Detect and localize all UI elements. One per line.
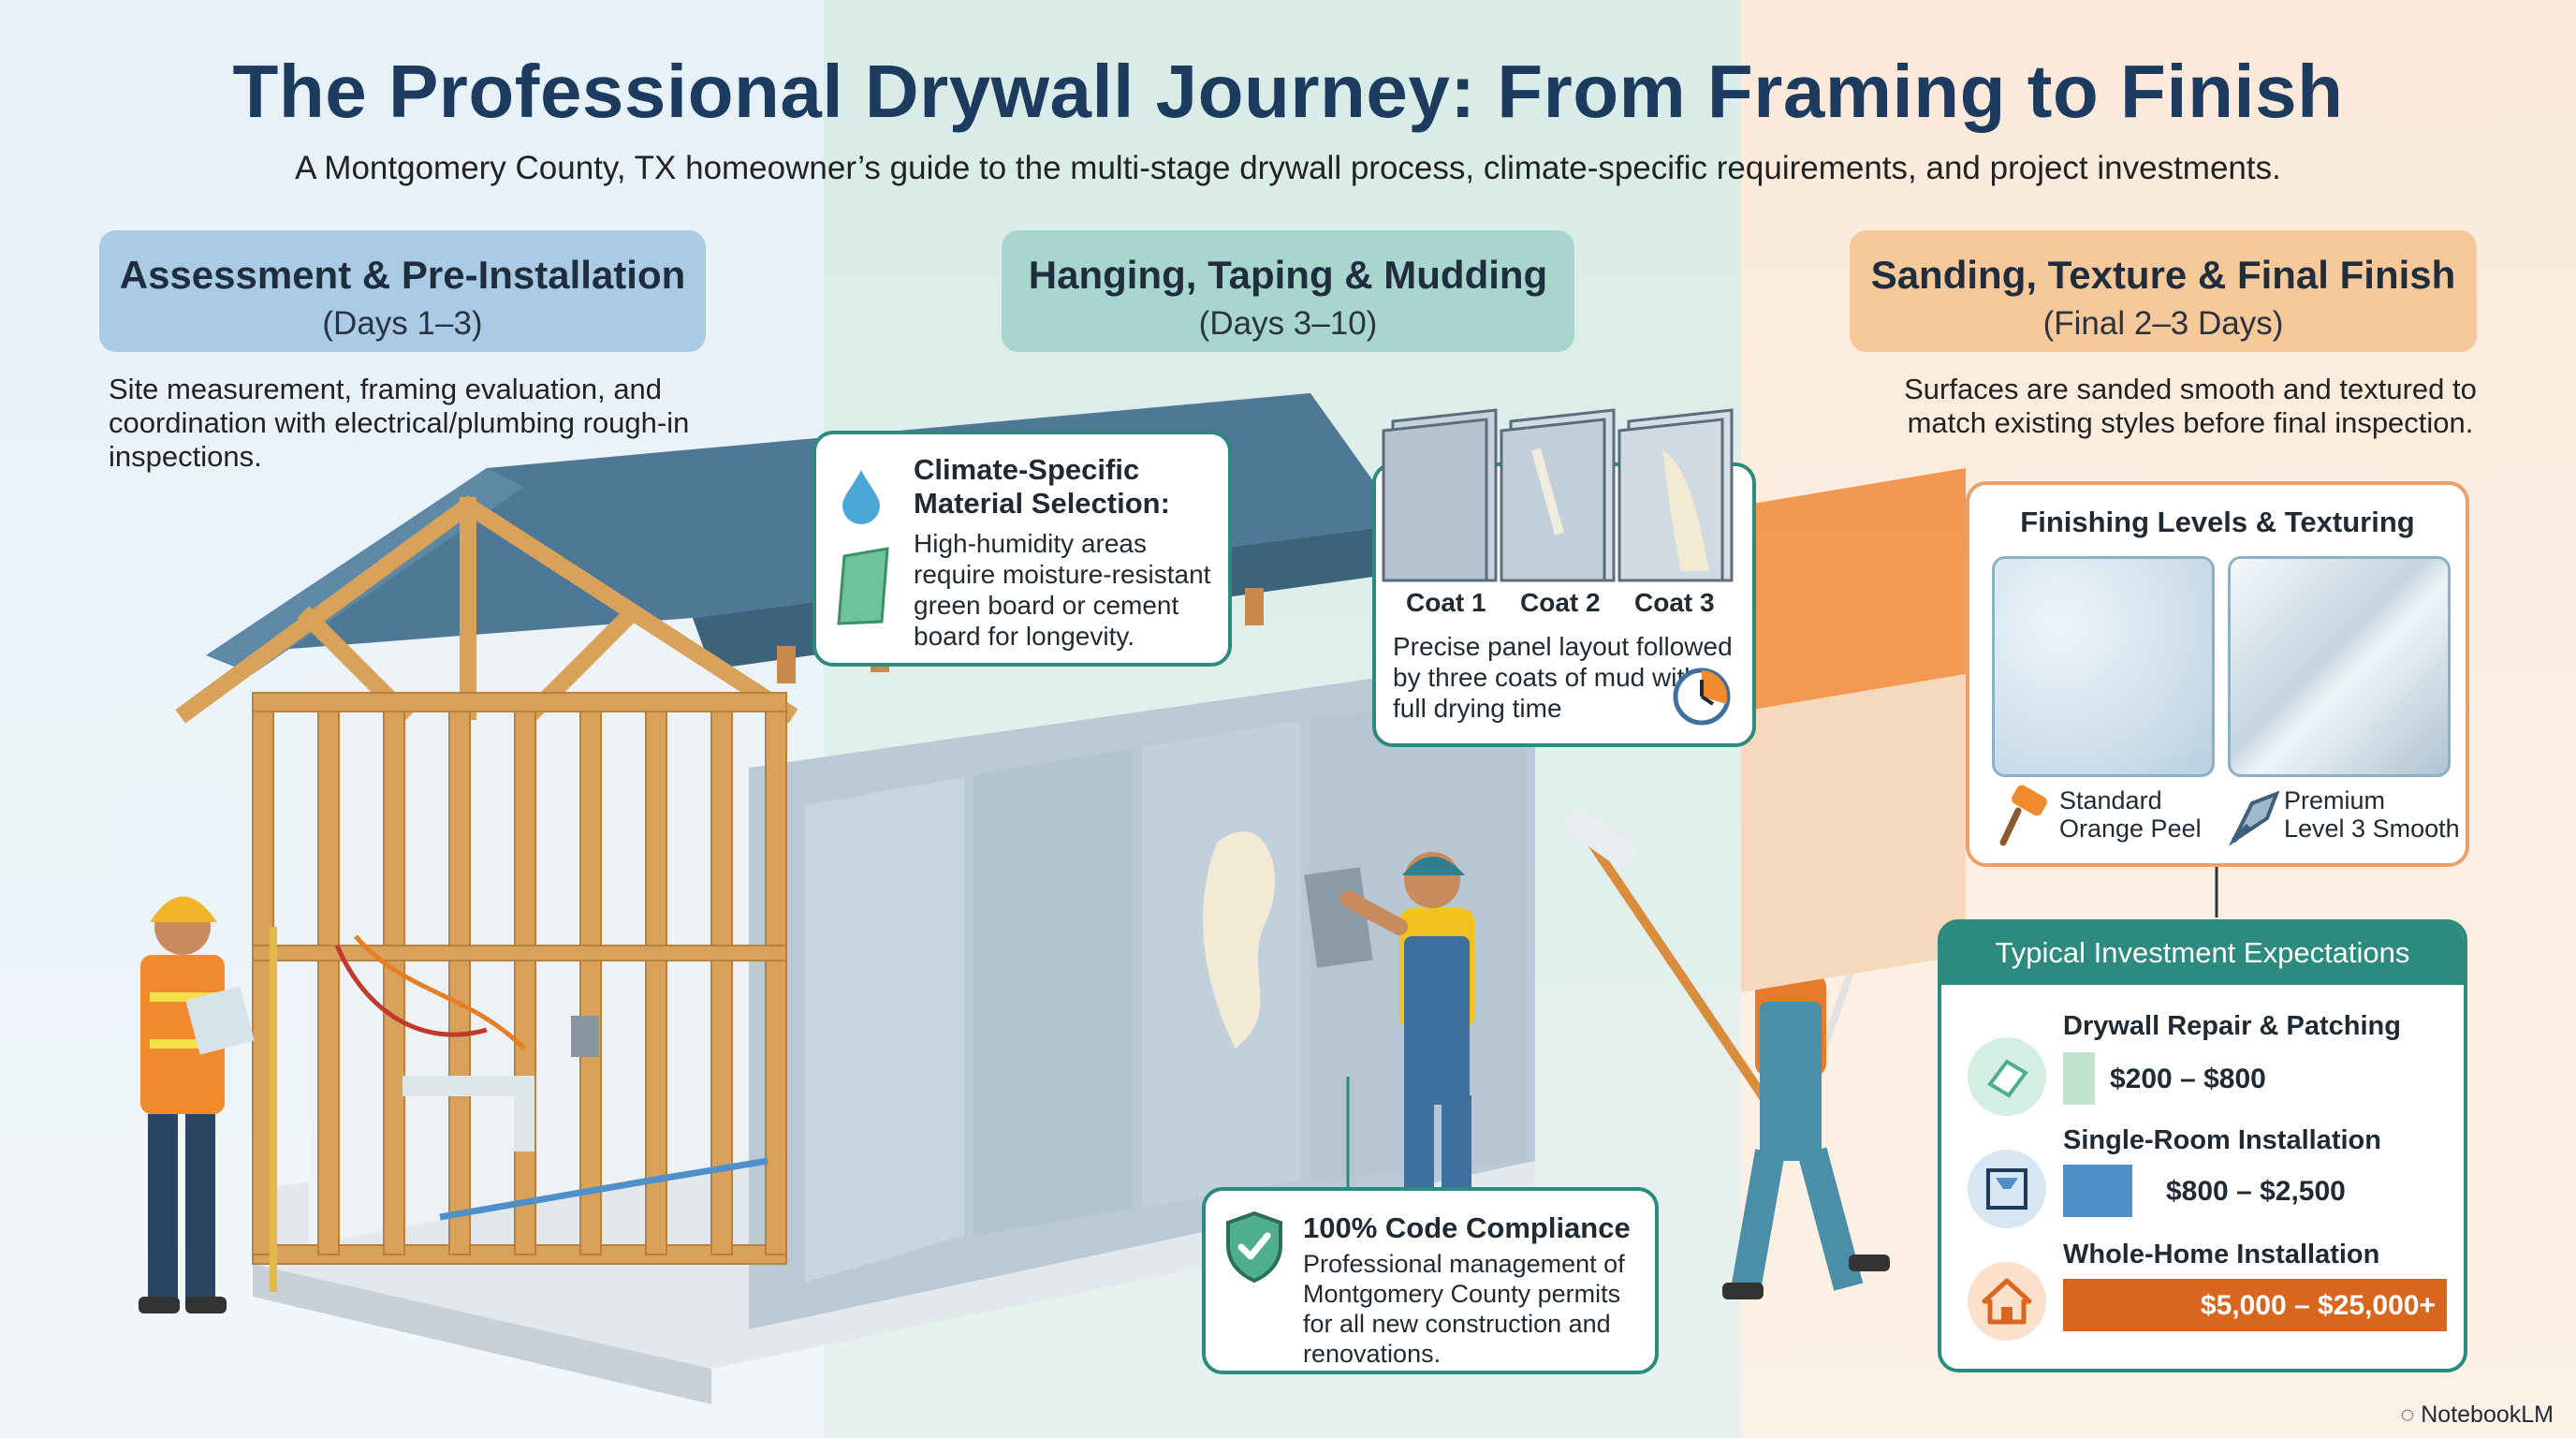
coat-3-label: Coat 3 [1634, 588, 1715, 617]
stage-title: Hanging, Taping & Mudding [1028, 253, 1548, 297]
brand-watermark: ◌ NotebookLM [2400, 1401, 2554, 1429]
green-board-icon [837, 547, 889, 625]
shield-check-icon [1226, 1211, 1282, 1284]
notebooklm-logo-icon: ◌ [2400, 1401, 2415, 1428]
coat-1-panel [1382, 408, 1498, 582]
house-icon [1968, 1262, 2046, 1341]
water-drop-icon [842, 470, 880, 524]
investment-range-bar [2063, 1052, 2095, 1105]
page-subtitle: A Montgomery County, TX homeowner’s guid… [295, 150, 2281, 186]
investment-price: $800 – $2,500 [2166, 1176, 2346, 1207]
stage-title: Assessment & Pre-Installation [119, 253, 686, 297]
drywall-panel-1 [805, 777, 964, 1283]
paint-roller-icon [1999, 785, 2047, 846]
stage-days: (Days 3–10) [1198, 305, 1378, 342]
inspector-worker-illustration [139, 896, 277, 1313]
finishing-option-standard: Standard Orange Peel [2059, 786, 2202, 843]
electrical-wire [334, 945, 488, 1037]
coats-card-caption: Precise panel layout followed by three c… [1393, 632, 1733, 723]
investment-price: $200 – $800 [2110, 1064, 2266, 1094]
finishing-option-line2: Orange Peel [2059, 814, 2202, 843]
electrical-box-icon [571, 1016, 599, 1057]
stage-3-description: Surfaces are sanded smooth and textured … [1904, 373, 2477, 439]
slab-edge [253, 1264, 711, 1404]
code-compliance-card: 100% Code Compliance Professional manage… [1202, 1187, 1659, 1374]
climate-card-body: High-humidity areas require moisture-res… [914, 529, 1211, 651]
joint-compound-patch [1203, 831, 1275, 1049]
investment-heading: Typical Investment Expectations [1995, 936, 2410, 969]
climate-material-card: Climate-Specific Material Selection: Hig… [812, 431, 1232, 667]
stage-header-hanging: Hanging, Taping & Mudding (Days 3–10) [1002, 230, 1574, 352]
coat-3-panel [1617, 408, 1734, 582]
stage-days: (Days 1–3) [322, 305, 483, 342]
compliance-body: Professional management of Montgomery Co… [1303, 1250, 1625, 1368]
coat-2-panel [1500, 408, 1616, 582]
smooth-finish-swatch [2228, 556, 2451, 777]
finished-roof-corner [1741, 468, 1966, 712]
patch-icon [1968, 1037, 2046, 1116]
trowel-icon [2228, 790, 2280, 846]
climate-card-heading: Climate-Specific Material Selection: [914, 453, 1170, 520]
drywall-panel-2 [973, 749, 1133, 1236]
coat-2-label: Coat 2 [1520, 588, 1601, 617]
room-frame-icon [1968, 1150, 2046, 1228]
electrical-wire [354, 934, 526, 1050]
wall-framing [252, 692, 787, 1265]
finishing-option-line1: Standard [2059, 786, 2162, 814]
brand-label: NotebookLM [2421, 1401, 2554, 1428]
investment-name: Single-Room Installation [2063, 1125, 2381, 1155]
stage-header-sanding: Sanding, Texture & Final Finish (Final 2… [1850, 230, 2477, 352]
investment-price: $5,000 – $25,000+ [2200, 1290, 2436, 1321]
stage-1-description: Site measurement, framing evaluation, an… [109, 373, 690, 473]
finishing-option-premium: Premium Level 3 Smooth [2284, 786, 2460, 843]
finished-wall [1741, 674, 1966, 992]
clock-icon [1673, 668, 1731, 726]
investment-name: Drywall Repair & Patching [2063, 1011, 2401, 1041]
finishing-option-line1: Premium [2284, 786, 2386, 814]
investment-card: Typical Investment Expectations Drywall … [1938, 919, 2467, 1372]
finishing-option-line2: Level 3 Smooth [2284, 814, 2460, 843]
investment-range-bar [2063, 1165, 2132, 1217]
finishing-heading: Finishing Levels & Texturing [2020, 506, 2415, 538]
taping-worker-illustration [1304, 852, 1485, 1309]
water-line [439, 1157, 768, 1221]
investment-header-bar [1941, 923, 2464, 985]
investment-range-bar [2063, 1279, 2447, 1331]
compliance-heading: 100% Code Compliance [1303, 1211, 1631, 1244]
stage-header-assessment: Assessment & Pre-Installation (Days 1–3) [99, 230, 706, 352]
stage-title: Sanding, Texture & Final Finish [1870, 253, 2456, 297]
investment-name: Whole-Home Installation [2063, 1240, 2380, 1269]
plumbing-pipe [402, 1076, 534, 1152]
page-title: The Professional Drywall Journey: From F… [232, 50, 2344, 133]
orange-peel-texture-swatch [1992, 556, 2215, 777]
coat-panels-illustration [1382, 408, 1734, 582]
coat-1-label: Coat 1 [1406, 588, 1486, 617]
finishing-levels-card: Finishing Levels & Texturing Standard Or… [1966, 481, 2469, 867]
stage-days: (Final 2–3 Days) [2042, 305, 2284, 342]
